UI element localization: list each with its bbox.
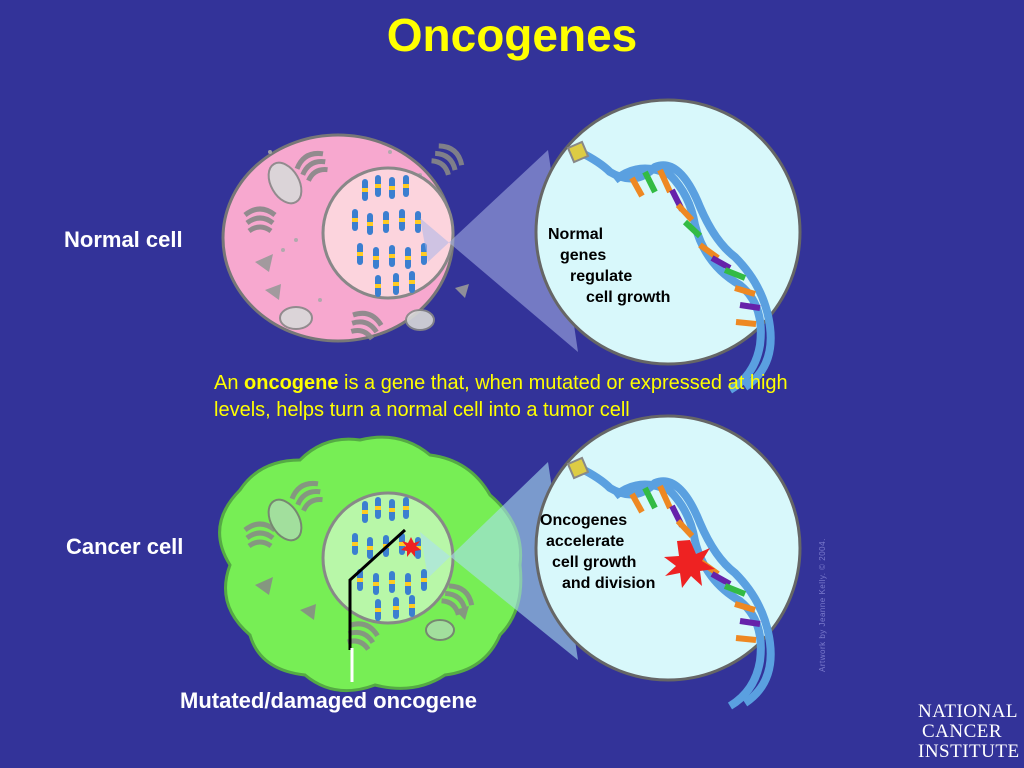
logo-line-3: Institute [918,741,1020,762]
normal-zoom-line-4: cell growth [586,289,671,306]
normal-nucleus [321,166,455,300]
normal-dna-helix [566,140,775,394]
cancer-zoom-line-1: Oncogenes [540,512,628,529]
mutated-oncogene-label: Mutated/damaged oncogene [180,688,478,713]
definition-term: oncogene [244,372,339,394]
logo-line-1: National [918,701,1019,722]
oncogene-pointer-line [348,528,407,650]
normal-cell [221,98,802,394]
definition-prefix: An [214,372,245,394]
definition-rest: is a gene that, when mutated or expresse… [214,372,788,421]
cancer-cell [218,414,802,710]
normal-zoom-line-2: genes [560,247,607,264]
cancer-cell-label: Cancer cell [66,534,184,559]
page-title: Oncogenes [386,9,638,61]
normal-zoom-line-3: regulate [570,268,633,285]
cancer-zoom-line-3: cell growth [552,554,637,571]
normal-zoom-line-1: Normal [548,226,604,243]
nci-logo: National Cancer Institute [918,702,1022,764]
cancer-organelles [245,479,476,651]
artwork-credit: Artwork by Jeanne Kelly. © 2004. [818,538,827,672]
mutation-star-small [401,537,421,557]
cancer-zoom-line-2: accelerate [546,533,625,550]
mutation-star-large [664,540,715,588]
normal-organelles [245,141,469,340]
cancer-dna-helix [566,456,775,710]
cancer-zoom-line-4: and division [562,575,656,592]
oncogene-definition: An oncogene is a gene that, when mutated… [214,370,834,424]
normal-cell-label: Normal cell [64,227,183,252]
cancer-magnify-beam [420,462,578,660]
logo-line-2: Cancer [922,721,1003,742]
